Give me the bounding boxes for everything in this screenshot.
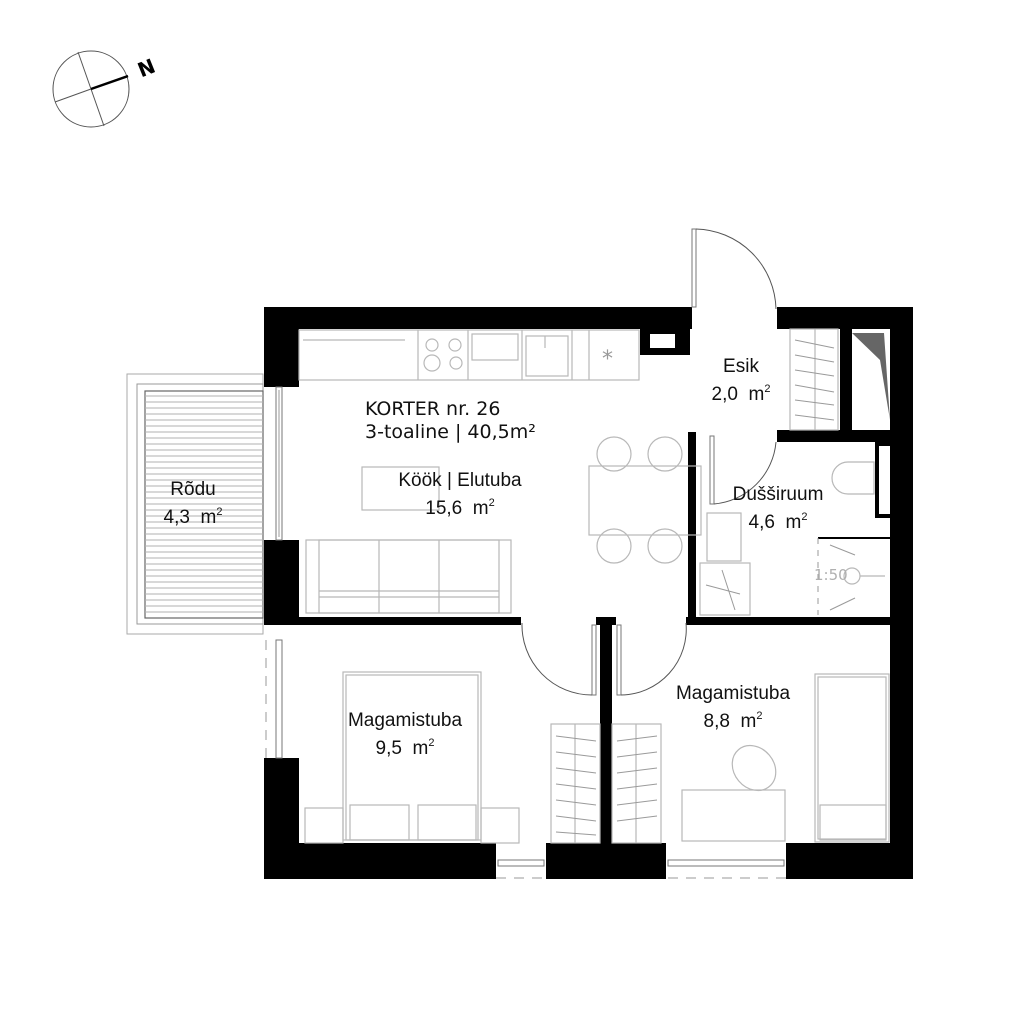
apartment-subtitle: 3-toaline | 40,5m² (365, 421, 536, 443)
room-name: Magamistuba (347, 710, 463, 731)
dining-table (588, 436, 702, 564)
coffee-table (361, 466, 440, 511)
room-name: Dušširuum (732, 484, 824, 505)
compass-rose-icon (52, 50, 130, 128)
room-name: Magamistuba (675, 683, 791, 704)
bedroom2-wardrobe (611, 723, 662, 844)
room-name: Köök | Elutuba (398, 470, 522, 491)
room-area: 4,6 m2 (748, 511, 808, 533)
room-name: Esik (723, 356, 759, 377)
sofa (305, 539, 512, 614)
bedroom1-window-west[interactable] (265, 639, 283, 759)
room-label-kitchen-living: Köök | Elutuba 15,6 m2 (370, 470, 550, 520)
bedroom1-door[interactable] (521, 622, 597, 696)
scale-mark: 1:50 (814, 566, 848, 584)
bathroom-door[interactable] (709, 435, 777, 505)
room-label-bedroom-2: Magamistuba 8,8 m2 (658, 683, 808, 733)
desk-and-chair (681, 744, 786, 842)
room-label-balcony: Rõdu 4,3 m2 (148, 479, 238, 529)
svg-text:*: * (602, 347, 613, 372)
room-area: 2,0 m2 (711, 383, 771, 405)
walls (264, 307, 913, 879)
balcony-door-window[interactable] (275, 386, 283, 541)
double-bed (304, 671, 520, 844)
bathroom-fixtures (699, 461, 890, 616)
bedroom2-door[interactable] (616, 622, 687, 696)
bedroom2-window-south[interactable] (667, 859, 786, 879)
kitchen-counter: * (298, 329, 640, 381)
balcony-deck (126, 373, 264, 635)
room-name: Rõdu (170, 479, 216, 500)
ventilation-shaft (852, 333, 890, 430)
hallway-wardrobe (789, 328, 839, 431)
room-area: 15,6 m2 (425, 497, 495, 519)
room-area: 8,8 m2 (703, 710, 763, 732)
bedroom1-wardrobe (550, 723, 601, 844)
room-label-hallway: Esik 2,0 m2 (698, 356, 784, 406)
entry-door[interactable] (691, 228, 777, 310)
single-bed (814, 673, 890, 843)
room-label-shower-room: Dušširuum 4,6 m2 (718, 484, 838, 534)
bedroom1-window-south[interactable] (496, 859, 546, 879)
room-area: 9,5 m2 (375, 737, 435, 759)
apartment-title: KORTER nr. 26 (365, 398, 501, 420)
room-label-bedroom-1: Magamistuba 9,5 m2 (330, 710, 480, 760)
room-area: 4,3 m2 (163, 506, 223, 528)
